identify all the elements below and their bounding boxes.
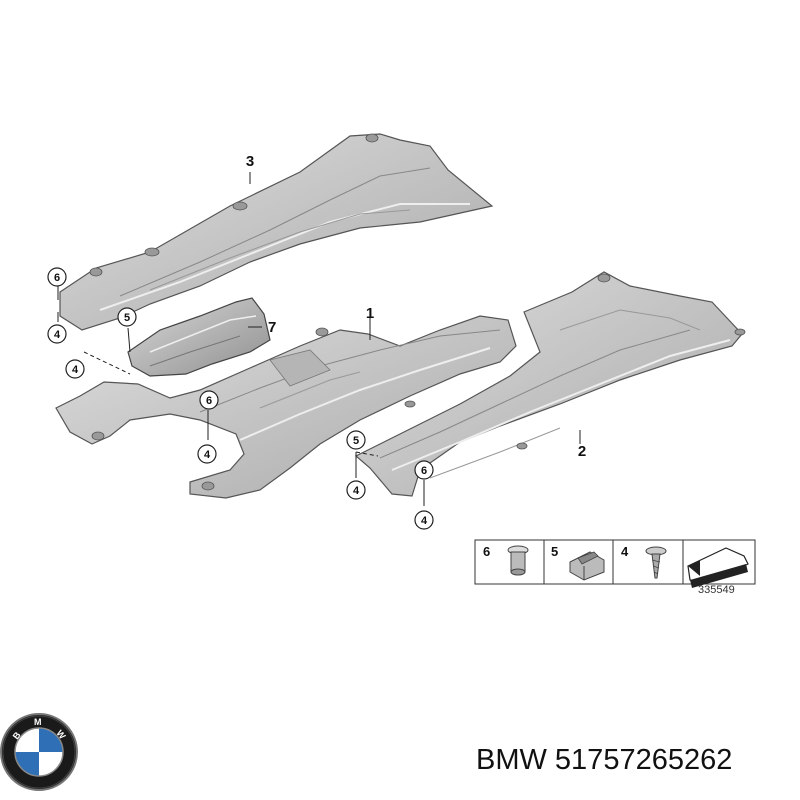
svg-text:5: 5 [124,312,130,324]
underbody-panel-1 [55,315,517,499]
svg-text:6: 6 [206,395,212,407]
callouts: 6 4 5 4 4 6 4 5 [0,0,434,530]
leader-lines [57,172,581,506]
heat-shield-7 [127,297,271,377]
diagram-reference-number: 335549 [698,584,735,596]
callout-5b: 5 [346,430,366,450]
svg-text:4: 4 [72,364,79,376]
svg-text:5: 5 [551,544,558,559]
underbody-panel-3 [59,133,494,331]
svg-text:4: 4 [54,329,61,341]
callout-4d: 4 [346,480,366,500]
svg-text:4: 4 [204,449,211,461]
plastic-nut-icon [507,545,529,576]
callout-6b: 6 [199,390,219,410]
arrow-icon [687,547,749,588]
svg-text:5: 5 [353,435,359,447]
callout-4e: 4 [414,510,434,530]
svg-text:6: 6 [421,465,427,477]
part-label-7: 7 [268,319,276,336]
callout-4c: 4 [197,444,217,464]
part-label-3: 3 [246,153,254,170]
callout-6c: 6 [414,460,434,480]
underbody-panel-2 [354,271,746,497]
svg-text:4: 4 [421,515,428,527]
svg-text:6: 6 [483,544,490,559]
bmw-logo-icon: B M W [0,713,78,791]
callout-6a: 6 [47,267,67,287]
clip-nut-icon [569,551,605,581]
svg-text:B: B [11,730,23,742]
legend-item-6: 6 [483,544,529,576]
screw-icon [645,546,667,579]
callout-4a: 4 [47,324,67,344]
svg-text:M: M [34,717,42,727]
part-label-2: 2 [578,443,586,460]
part-label-1: 1 [366,305,374,322]
legend-item-5: 5 [551,544,605,581]
svg-text:4: 4 [353,485,360,497]
part-caption: BMW 51757265262 [476,744,733,776]
fastener-legend: 6 5 4 [474,539,756,588]
legend-item-arrow [687,547,749,588]
svg-text:4: 4 [621,544,629,559]
callout-4f: 4 [0,0,7,3]
legend-item-4: 4 [621,544,667,579]
callout-4b: 4 [65,359,85,379]
callout-5a: 5 [117,307,137,327]
svg-text:6: 6 [54,272,60,284]
